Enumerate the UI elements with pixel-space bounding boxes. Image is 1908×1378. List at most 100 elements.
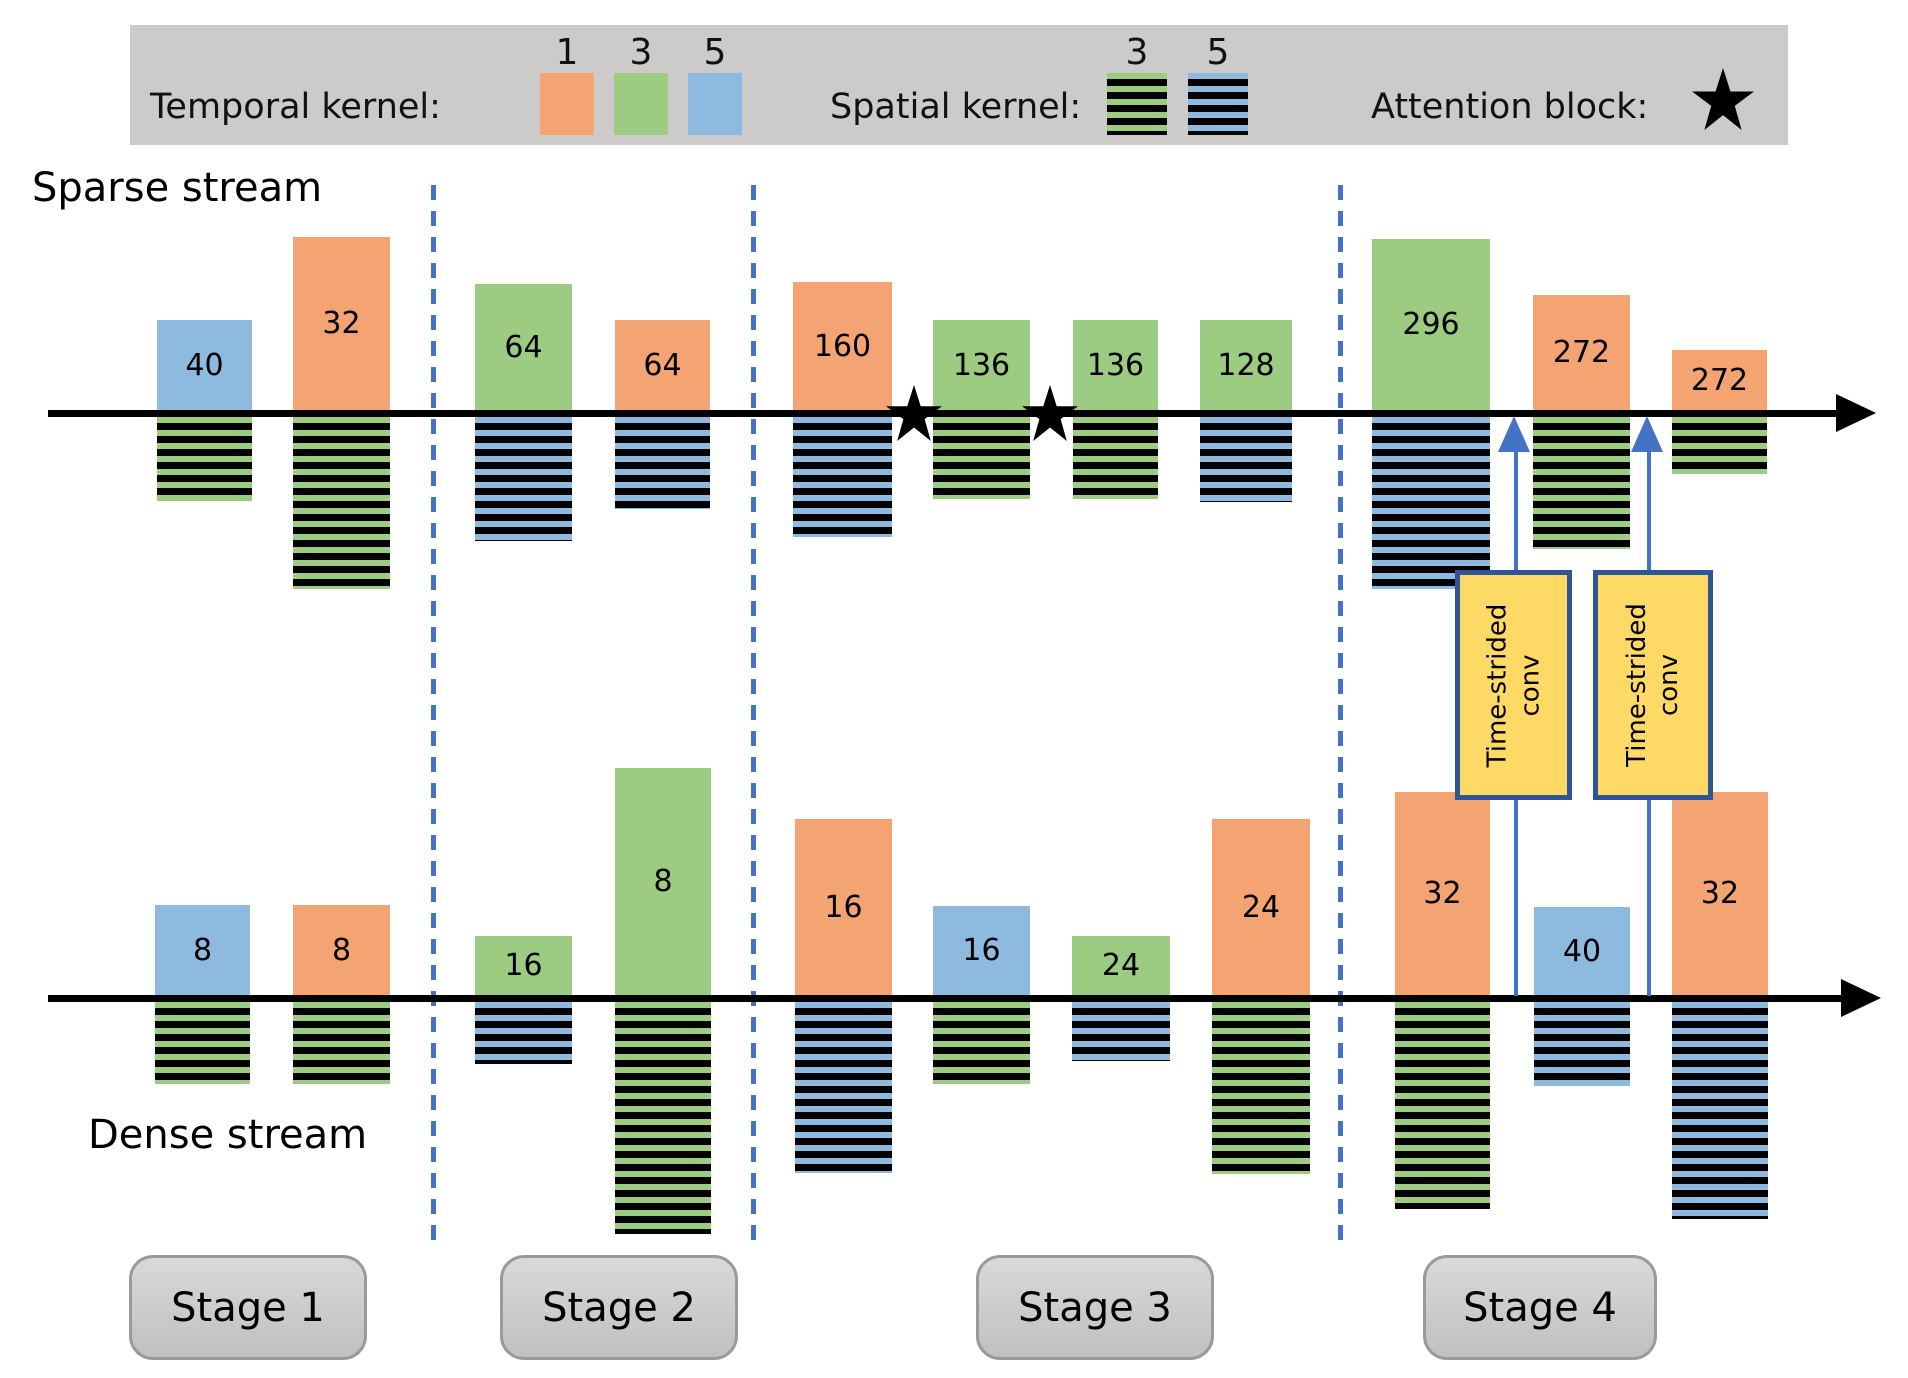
dense-temporal-block: 16 (795, 819, 892, 995)
temporal-kernel-swatch (614, 73, 668, 135)
sparse-stream-label: Sparse stream (32, 165, 323, 211)
time-strided-conv-label: Time-strided conv (1482, 603, 1545, 767)
dense-stream-label: Dense stream (88, 1112, 368, 1158)
dense-spatial-block (1212, 1002, 1310, 1174)
dense-spatial-block (1534, 1002, 1630, 1086)
dense-temporal-block: 32 (1672, 792, 1768, 995)
spatial-kernel-size-label: 3 (1125, 32, 1149, 73)
channel-count-label: 64 (643, 347, 682, 383)
time-strided-conv-box: Time-strided conv (1455, 570, 1572, 800)
sparse-spatial-block (1672, 417, 1767, 474)
time-strided-conv-label: Time-strided conv (1621, 603, 1685, 767)
sparse-temporal-block: 136 (1073, 320, 1158, 410)
dense-spatial-block (933, 1002, 1030, 1084)
sparse-axis-arrow-icon (1836, 394, 1876, 432)
sparse-temporal-block: 128 (1200, 320, 1292, 410)
spatial-kernel-size-label: 5 (1206, 32, 1230, 73)
channel-count-label: 160 (813, 328, 872, 364)
stage-label-box: Stage 4 (1423, 1255, 1657, 1360)
attention-star-icon (886, 382, 942, 448)
sparse-spatial-block (1200, 417, 1292, 502)
channel-count-label: 8 (192, 932, 213, 968)
channel-count-label: 272 (1690, 362, 1749, 398)
dense-temporal-block: 8 (615, 768, 711, 995)
dense-spatial-block (293, 1002, 390, 1084)
dense-axis-line (48, 995, 1841, 1002)
sparse-temporal-block: 136 (933, 320, 1030, 410)
dense-temporal-block: 32 (1395, 792, 1490, 995)
dense-temporal-block: 40 (1534, 907, 1630, 995)
channel-count-label: 40 (185, 347, 224, 383)
temporal-kernel-swatch (688, 73, 742, 135)
channel-count-label: 32 (322, 306, 361, 341)
dense-axis-arrow-icon (1841, 979, 1881, 1017)
stage-label-box: Stage 3 (976, 1255, 1214, 1360)
temporal-kernel-size-label: 5 (703, 32, 727, 73)
spatial-kernel-label: Spatial kernel: (830, 87, 1082, 127)
dense-spatial-block (1672, 1002, 1768, 1219)
sparse-temporal-block: 272 (1672, 350, 1767, 410)
channel-count-label: 24 (1241, 889, 1281, 925)
sparse-temporal-block: 64 (475, 284, 572, 410)
sparse-axis-line (48, 410, 1836, 417)
channel-count-label: 296 (1402, 307, 1460, 342)
spatial-kernel-swatch (1188, 73, 1248, 135)
channel-count-label: 16 (824, 889, 863, 925)
channel-count-label: 32 (1423, 876, 1462, 911)
channel-count-label: 128 (1217, 347, 1275, 383)
channel-count-label: 16 (962, 933, 1001, 968)
legend-swatches-mount: 1 3 5 3 5 (130, 25, 1788, 145)
channel-count-label: 16 (504, 948, 543, 983)
channel-count-label: 40 (1562, 933, 1602, 969)
temporal-kernel-label: Temporal kernel: (150, 87, 441, 127)
channel-count-label: 24 (1101, 948, 1141, 983)
dense-spatial-block (795, 1002, 892, 1173)
sparse-temporal-block: 40 (157, 320, 252, 410)
channel-count-label: 32 (1700, 876, 1740, 911)
stage-label-box: Stage 1 (129, 1255, 367, 1360)
sparse-temporal-block: 296 (1372, 239, 1490, 410)
stage-divider (751, 185, 756, 1245)
time-strided-conv-arrowhead-icon (1631, 416, 1663, 452)
sparse-spatial-block (615, 417, 710, 509)
dense-spatial-block (475, 1002, 572, 1064)
stage-divider (1338, 185, 1343, 1245)
stage-divider (431, 185, 436, 1245)
dense-temporal-block: 24 (1212, 819, 1310, 995)
time-strided-conv-arrowhead-icon (1498, 416, 1530, 452)
temporal-kernel-swatch (540, 73, 594, 135)
dense-temporal-block: 16 (475, 936, 572, 995)
sparse-temporal-block: 160 (793, 282, 892, 410)
sparse-spatial-block (933, 417, 1030, 499)
dense-spatial-block (155, 1002, 250, 1084)
attention-star-icon (1692, 67, 1754, 135)
dense-temporal-block: 16 (933, 906, 1030, 995)
time-strided-conv-box: Time-strided conv (1593, 570, 1713, 800)
channel-count-label: 8 (331, 932, 352, 968)
sparse-spatial-block (793, 417, 892, 537)
sparse-spatial-block (1073, 417, 1158, 499)
channel-count-label: 136 (952, 347, 1011, 383)
sparse-spatial-block (475, 417, 572, 541)
attention-block-label: Attention block: (1371, 87, 1649, 127)
spatial-kernel-swatch (1107, 73, 1167, 135)
sparse-temporal-block: 32 (293, 237, 390, 410)
sparse-spatial-block (1533, 417, 1630, 549)
stage-label-box: Stage 2 (500, 1255, 738, 1360)
attention-star-icon (1022, 382, 1078, 448)
dense-spatial-block (615, 1002, 711, 1234)
sparse-spatial-block (293, 417, 390, 589)
sparse-spatial-block (1372, 417, 1490, 589)
channel-count-label: 136 (1086, 347, 1145, 383)
channel-count-label: 64 (504, 329, 543, 365)
sparse-temporal-block: 64 (615, 320, 710, 410)
temporal-kernel-size-label: 3 (629, 32, 653, 73)
sparse-temporal-block: 272 (1533, 295, 1630, 410)
dense-spatial-block (1072, 1002, 1170, 1061)
temporal-kernel-size-label: 1 (555, 32, 579, 73)
legend-bar: Temporal kernel: Spatial kernel: Attenti… (130, 25, 1788, 145)
dense-temporal-block: 24 (1072, 936, 1170, 995)
